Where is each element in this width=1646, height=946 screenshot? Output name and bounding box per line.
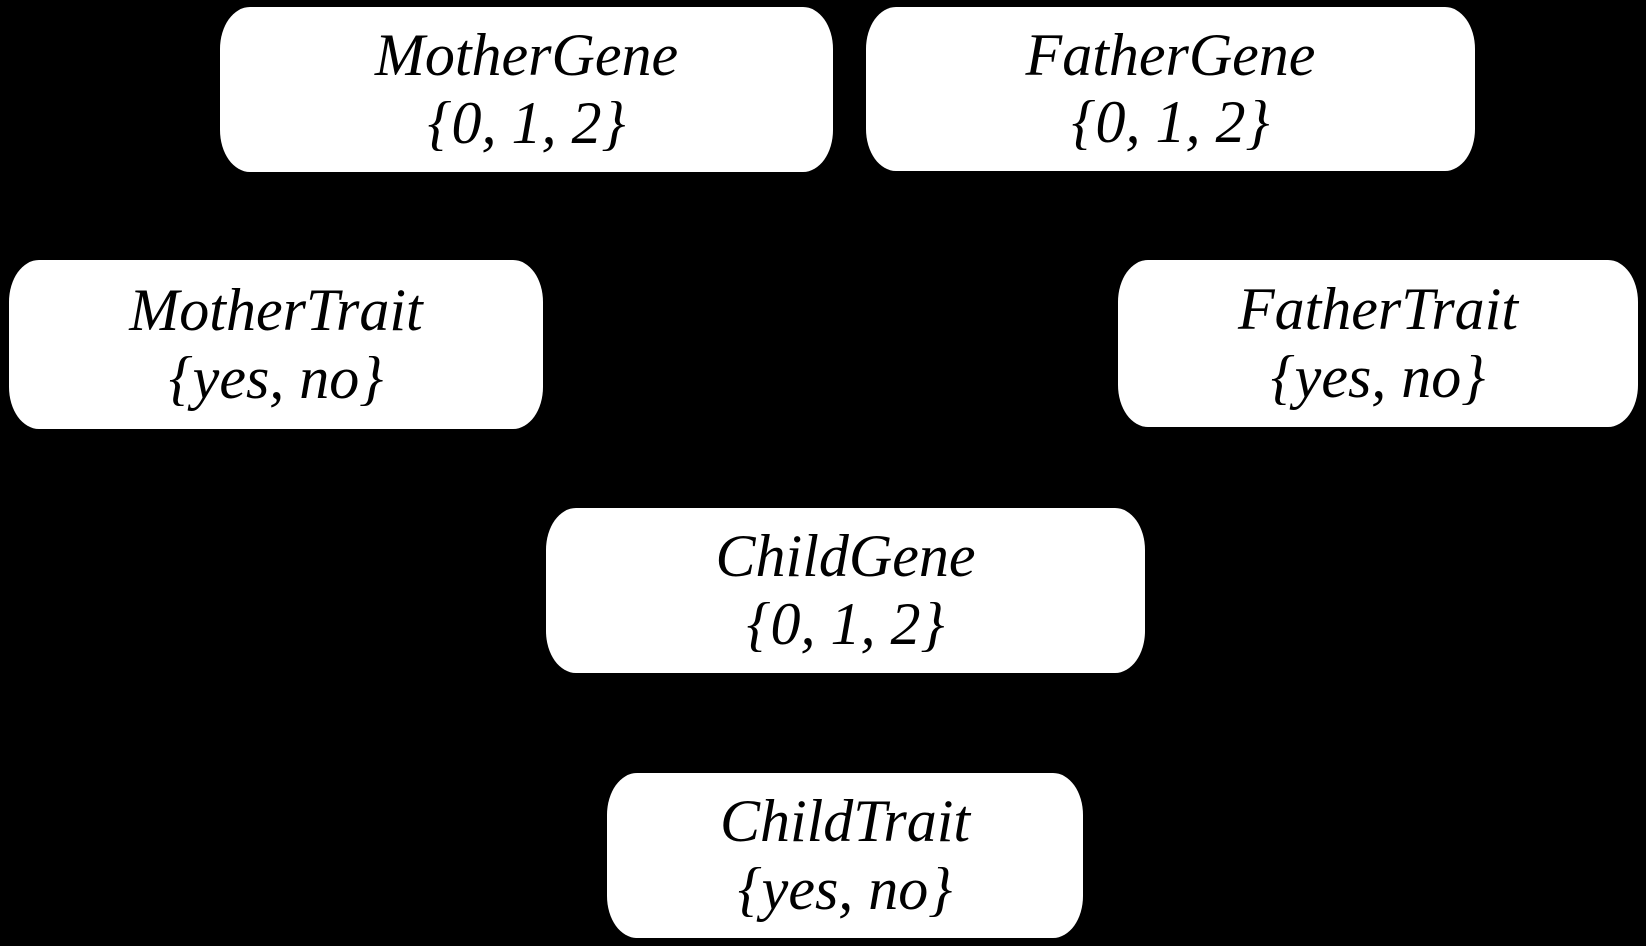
node-father-gene[interactable]: FatherGene {0, 1, 2}	[866, 7, 1475, 171]
node-title: ChildTrait	[719, 788, 971, 855]
node-domain: {0, 1, 2}	[746, 590, 945, 657]
node-child-gene[interactable]: ChildGene {0, 1, 2}	[546, 508, 1145, 673]
node-domain: {0, 1, 2}	[427, 89, 626, 156]
node-domain: {yes, no}	[168, 344, 384, 411]
node-father-trait[interactable]: FatherTrait {yes, no}	[1118, 260, 1638, 427]
node-title: FatherTrait	[1237, 276, 1519, 343]
node-title: FatherGene	[1025, 21, 1316, 88]
node-mother-trait[interactable]: MotherTrait {yes, no}	[9, 260, 543, 429]
node-title: MotherTrait	[129, 277, 423, 344]
node-title: MotherGene	[374, 22, 679, 89]
node-title: ChildGene	[715, 523, 976, 590]
node-domain: {yes, no}	[1270, 343, 1486, 410]
node-mother-gene[interactable]: MotherGene {0, 1, 2}	[220, 7, 833, 172]
node-domain: {0, 1, 2}	[1071, 89, 1270, 155]
node-child-trait[interactable]: ChildTrait {yes, no}	[607, 773, 1083, 938]
node-domain: {yes, no}	[737, 855, 953, 922]
